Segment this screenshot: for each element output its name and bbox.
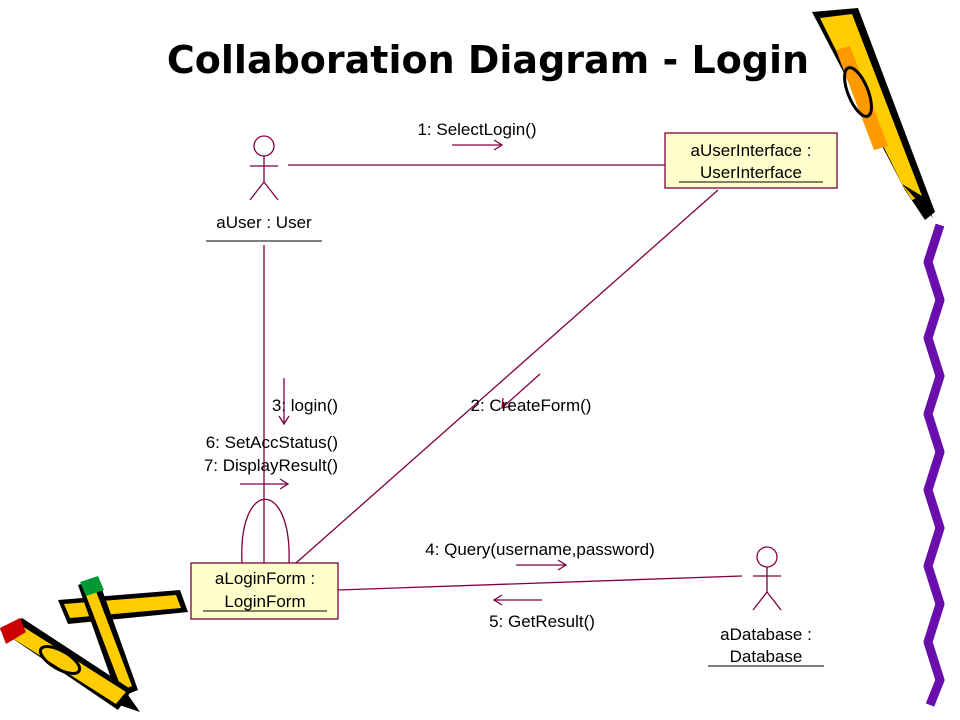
message-1: 1: SelectLogin() [417, 120, 536, 139]
arrow-createform [501, 373, 541, 409]
pencil-icon [812, 8, 935, 220]
message-2: 2: CreateForm() [471, 396, 592, 415]
ui-label-line1: aUserInterface : [691, 141, 812, 160]
actor-user-label: aUser : User [216, 213, 312, 232]
message-7: 7: DisplayResult() [204, 456, 338, 475]
message-3: 3: login() [272, 396, 338, 415]
page-title: Collaboration Diagram - Login [167, 38, 809, 82]
form-label-line2: LoginForm [224, 592, 305, 611]
link-ui-form [295, 189, 719, 564]
message-6: 6: SetAccStatus() [206, 433, 338, 452]
arrow-query [516, 559, 568, 571]
link-form-db [337, 575, 743, 591]
arrow-login [278, 378, 290, 426]
actor-database-label-line2: Database [730, 647, 803, 666]
arrow-setaccstatus [240, 478, 290, 490]
actor-user: aUser : User [206, 135, 322, 242]
pencils-icon [0, 576, 188, 712]
object-login-form: aLoginForm : LoginForm [190, 562, 339, 620]
form-label-line1: aLoginForm : [215, 569, 315, 588]
actor-database-label: aDatabase : [720, 625, 812, 644]
object-user-interface: aUserInterface : UserInterface [664, 132, 838, 189]
actor-icon [752, 546, 782, 611]
arrow-selectlogin [452, 139, 504, 151]
self-link-form [241, 498, 290, 564]
actor-database: aDatabase : Database [708, 546, 824, 667]
arrow-getresult [492, 594, 542, 606]
message-5: 5: GetResult() [489, 612, 595, 631]
purple-border [923, 223, 945, 707]
actor-icon [249, 135, 279, 201]
ui-label-line2: UserInterface [700, 163, 802, 182]
message-4: 4: Query(username,password) [425, 540, 655, 559]
